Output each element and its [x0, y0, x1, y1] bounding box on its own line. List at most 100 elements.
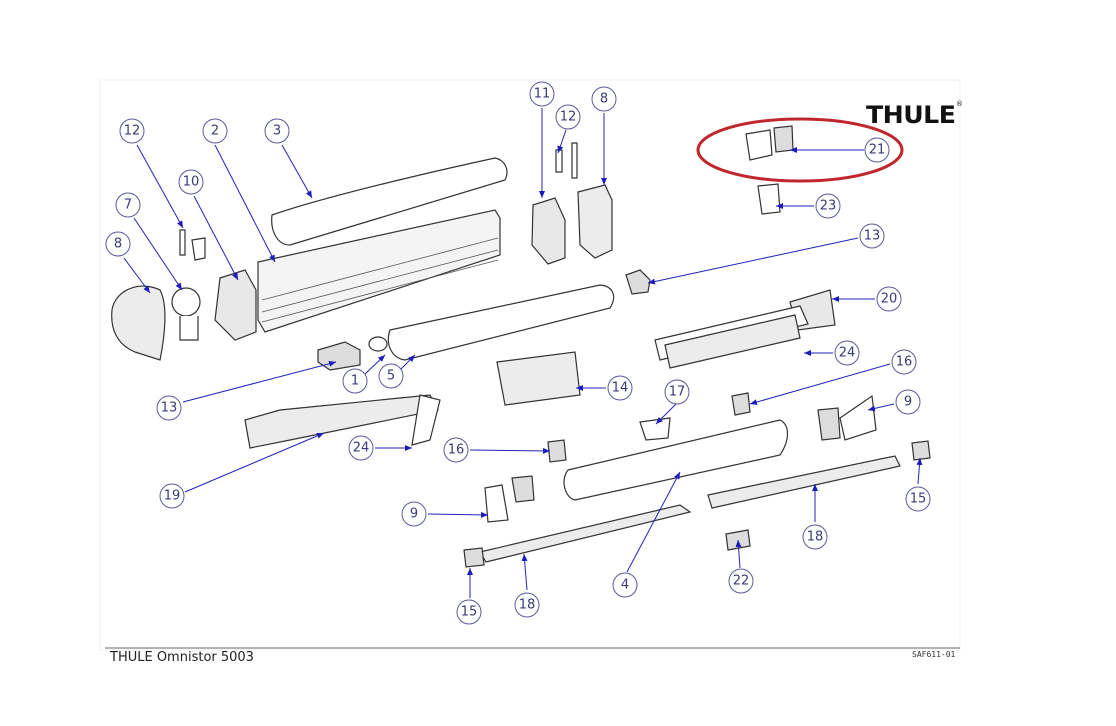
part-spring-pin-left [179, 229, 206, 261]
svg-text:18: 18 [519, 598, 536, 613]
part-joint-upper [731, 392, 751, 416]
leader-15b [916, 457, 923, 485]
leader-3 [281, 144, 313, 199]
callout-8a: 8 [105, 231, 131, 257]
callout-20: 20 [876, 286, 902, 312]
part-center-bracket [496, 351, 581, 406]
svg-text:12: 12 [560, 110, 577, 125]
svg-text:15: 15 [461, 605, 478, 620]
leader-13b [182, 360, 337, 403]
part-lower-rail [479, 504, 692, 563]
part-elbow-left [411, 394, 441, 446]
svg-text:8: 8 [600, 92, 608, 107]
callout-9a: 9 [895, 389, 921, 415]
part-21-bracket [745, 129, 773, 161]
svg-text:24: 24 [353, 441, 370, 456]
svg-text:12: 12 [124, 124, 141, 139]
callout-13a: 13 [859, 223, 885, 249]
svg-text:11: 11 [534, 87, 551, 102]
svg-text:3: 3 [273, 124, 281, 139]
leader-12a [136, 144, 184, 229]
part-roller-end-right [625, 269, 651, 295]
callout-1: 1 [342, 368, 368, 394]
callout-2: 2 [202, 118, 228, 144]
part-end-piece-right [839, 394, 877, 441]
svg-text:17: 17 [669, 385, 686, 400]
drawing-code: SAF611-01 [912, 650, 956, 659]
leader-12b [557, 129, 567, 154]
svg-text:23: 23 [820, 199, 837, 214]
callout-14: 14 [607, 375, 633, 401]
svg-text:18: 18 [807, 530, 824, 545]
callout-18b: 18 [802, 524, 828, 550]
leader-4 [626, 471, 681, 573]
svg-text:4: 4 [621, 578, 629, 593]
svg-text:8: 8 [114, 237, 122, 252]
callout-11: 11 [529, 81, 555, 107]
part-cassette-profile [257, 209, 501, 333]
svg-text:5: 5 [387, 369, 395, 384]
footer-title: THULE Omnistor 5003 [110, 650, 254, 665]
svg-text:9: 9 [410, 507, 418, 522]
callout-9b: 9 [401, 501, 427, 527]
leader-5 [399, 354, 416, 371]
leader-7 [133, 217, 183, 291]
part-right-rail [707, 455, 901, 509]
callout-18a: 18 [514, 592, 540, 618]
svg-text:1: 1 [351, 374, 359, 389]
part-fabric [387, 284, 615, 361]
callout-5: 5 [378, 363, 404, 389]
callout-24b: 24 [348, 435, 374, 461]
leader-19 [184, 432, 325, 493]
part-hinge-right [817, 407, 841, 441]
svg-text:9: 9 [904, 395, 912, 410]
callouts: 12 2 3 10 7 8 11 12 8 21 23 13 20 24 16 … [105, 81, 931, 625]
svg-text:16: 16 [896, 355, 913, 370]
leader-17 [655, 403, 677, 425]
leader-10 [193, 195, 239, 281]
svg-text:19: 19 [164, 489, 181, 504]
callout-13b: 13 [156, 395, 182, 421]
svg-text:16: 16 [448, 443, 465, 458]
leader-16a [749, 363, 891, 405]
svg-text:20: 20 [881, 292, 898, 307]
callout-12b: 12 [555, 104, 581, 130]
callout-8b: 8 [591, 86, 617, 112]
part-end-cover-right [577, 184, 613, 259]
svg-text:22: 22 [733, 574, 750, 589]
svg-text:15: 15 [910, 492, 927, 507]
leader-2 [214, 144, 276, 263]
leader-1 [361, 354, 386, 378]
callout-12a: 12 [119, 118, 145, 144]
part-hinge-left [511, 475, 535, 503]
part-roller-tube [368, 336, 388, 352]
part-bearing [171, 287, 201, 317]
brand-logo: THULE [866, 101, 956, 129]
callout-22: 22 [728, 568, 754, 594]
leader-18a [521, 553, 528, 591]
svg-text:14: 14 [612, 381, 629, 396]
part-front-bar [563, 419, 789, 501]
callout-16a: 16 [891, 349, 917, 375]
leader-9a [867, 403, 895, 412]
svg-text:7: 7 [124, 198, 132, 213]
leader-16b [469, 447, 551, 454]
leader-lines [123, 108, 923, 598]
svg-text:13: 13 [864, 229, 881, 244]
leader-22 [735, 539, 742, 569]
part-end-cap-left [214, 269, 257, 341]
part-rail-cap-left [463, 547, 485, 568]
highlight-ring [696, 117, 904, 183]
callout-21: 21 [864, 137, 890, 163]
part-end-cap-right [531, 197, 566, 265]
part-clip [639, 417, 671, 441]
svg-text:10: 10 [183, 175, 200, 190]
callout-3: 3 [264, 118, 290, 144]
part-end-cover-left [111, 285, 166, 361]
leader-8a [123, 257, 151, 294]
part-cover-profile [271, 157, 508, 246]
part-23-clip [757, 183, 781, 215]
callout-16b: 16 [443, 437, 469, 463]
callout-7: 7 [115, 192, 141, 218]
